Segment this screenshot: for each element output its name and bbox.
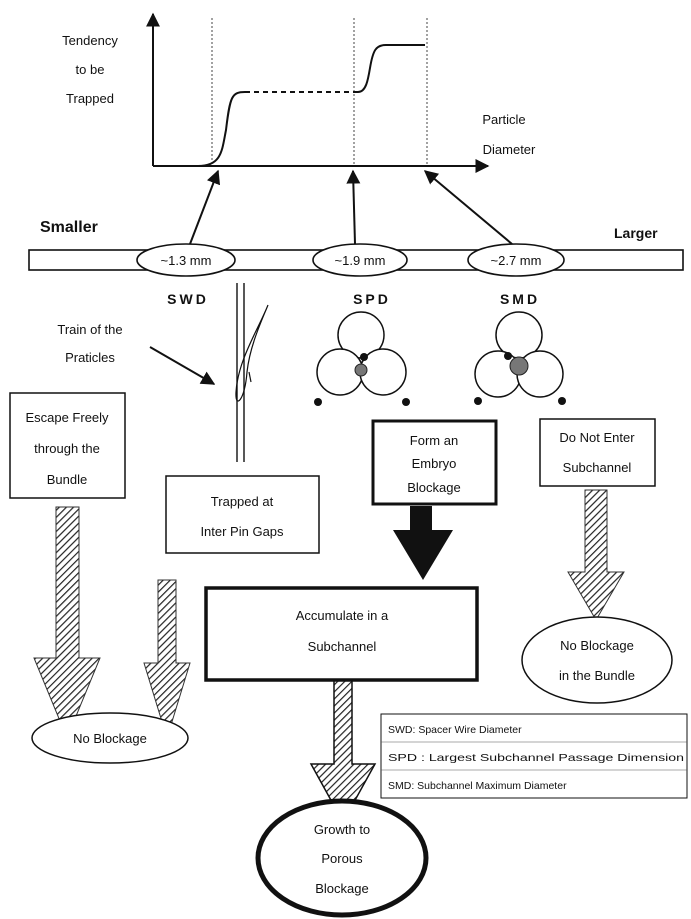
trapping-tendency-graph: Tendency to be Trapped Particle Diameter xyxy=(62,12,536,173)
trapped-particle xyxy=(248,371,252,383)
embryo-box xyxy=(371,419,498,506)
x-axis-label-2: Diameter xyxy=(483,142,536,157)
escape-box-line-2: through the xyxy=(34,441,100,456)
swd-pointer-arrow xyxy=(189,169,221,245)
spacer-wire xyxy=(235,304,269,402)
trapped-box xyxy=(165,475,320,554)
not-enter-box xyxy=(539,418,656,487)
smaller-label: Smaller xyxy=(40,219,98,236)
y-axis-label-1: Tendency xyxy=(62,33,118,48)
train-arrow xyxy=(149,346,216,385)
flow-arrows xyxy=(33,489,625,824)
accumulate-box-line-1: Accumulate in a xyxy=(296,608,389,623)
marker-smd: ~2.7 mm xyxy=(491,253,542,268)
no-blockage-bundle-line-1: No Blockage xyxy=(560,638,634,653)
growth-line-1: Growth to xyxy=(314,822,370,837)
accumulate-box xyxy=(204,586,479,682)
x-axis-label-1: Particle xyxy=(482,112,525,127)
legend-box xyxy=(380,713,688,799)
growth-line-3: Blockage xyxy=(315,881,368,896)
smd-wire-dot-right xyxy=(558,397,566,405)
marker-ellipse-smd xyxy=(467,243,565,277)
escape-box xyxy=(9,392,126,499)
legend-swd: SWD: Spacer Wire Diameter xyxy=(388,724,522,736)
embryo-box-line-3: Blockage xyxy=(407,480,460,495)
smd-wire-dot-left xyxy=(474,397,482,405)
spd-wire-dot-right xyxy=(402,398,410,406)
marker-ellipse-swd xyxy=(136,243,236,277)
marker-ellipse-spd xyxy=(312,243,408,277)
growth-ellipse xyxy=(255,798,429,918)
not-enter-down-arrow xyxy=(567,489,625,621)
no-blockage-bundle-ellipse xyxy=(521,616,673,704)
escape-box-line-3: Bundle xyxy=(47,472,87,487)
embryo-box-line-1: Form an xyxy=(410,433,458,448)
pin-gap-illustration: Train of the Praticles xyxy=(57,283,269,462)
y-axis-label-2: to be xyxy=(76,62,105,77)
larger-label: Larger xyxy=(614,225,658,241)
y-axis-label-3: Trapped xyxy=(66,91,114,106)
accumulate-box-line-2: Subchannel xyxy=(308,639,377,654)
embryo-box-line-2: Embryo xyxy=(412,456,457,471)
not-enter-box-line-1: Do Not Enter xyxy=(559,430,635,445)
outcomes: No Blockage No Blockage in the Bundle Gr… xyxy=(31,616,673,918)
growth-line-2: Porous xyxy=(321,851,363,866)
accumulate-down-arrow xyxy=(309,680,377,824)
abbrev-spd: SPD xyxy=(353,291,391,307)
abbrev-swd: SWD xyxy=(167,291,209,307)
spd-pin-cluster xyxy=(314,311,410,406)
not-enter-box-line-2: Subchannel xyxy=(563,460,632,475)
trapped-box-line-1: Trapped at xyxy=(211,494,274,509)
escape-down-arrow xyxy=(33,506,101,740)
spd-wire-dot-left xyxy=(314,398,322,406)
trapped-down-arrow xyxy=(143,579,191,740)
spd-pointer-arrow xyxy=(346,169,361,245)
tendency-curve-high xyxy=(357,44,425,93)
escape-box-line-1: Escape Freely xyxy=(25,410,109,425)
legend: SWD: Spacer Wire Diameter SPD : Largest … xyxy=(380,713,688,799)
embryo-down-arrow xyxy=(393,506,453,580)
marker-spd: ~1.9 mm xyxy=(335,253,386,268)
process-boxes: Escape Freely through the Bundle Trapped… xyxy=(9,392,656,682)
no-blockage-bundle-line-2: in the Bundle xyxy=(559,668,635,683)
spd-particle-center xyxy=(354,363,368,377)
legend-smd: SMD: Subchannel Maximum Diameter xyxy=(388,780,567,792)
legend-spd: SPD : Largest Subchannel Passage Dimensi… xyxy=(388,752,684,764)
no-blockage-text: No Blockage xyxy=(73,731,147,746)
trapped-box-line-2: Inter Pin Gaps xyxy=(200,524,284,539)
tendency-curve-low xyxy=(197,91,246,167)
smd-pin-cluster xyxy=(474,311,566,405)
no-blockage-ellipse xyxy=(31,712,189,764)
spd-particle-gap xyxy=(360,353,368,361)
smd-particle-center xyxy=(509,356,529,376)
smd-wire-dot-gap xyxy=(504,352,512,360)
train-label-1: Train of the xyxy=(57,322,122,337)
train-label-2: Praticles xyxy=(65,350,115,365)
size-scale: Smaller Larger ~1.3 mm ~1.9 mm ~2.7 mm S… xyxy=(28,169,684,307)
abbrev-smd: SMD xyxy=(500,291,540,307)
marker-swd: ~1.3 mm xyxy=(161,253,212,268)
smd-pointer-arrow xyxy=(423,170,513,245)
